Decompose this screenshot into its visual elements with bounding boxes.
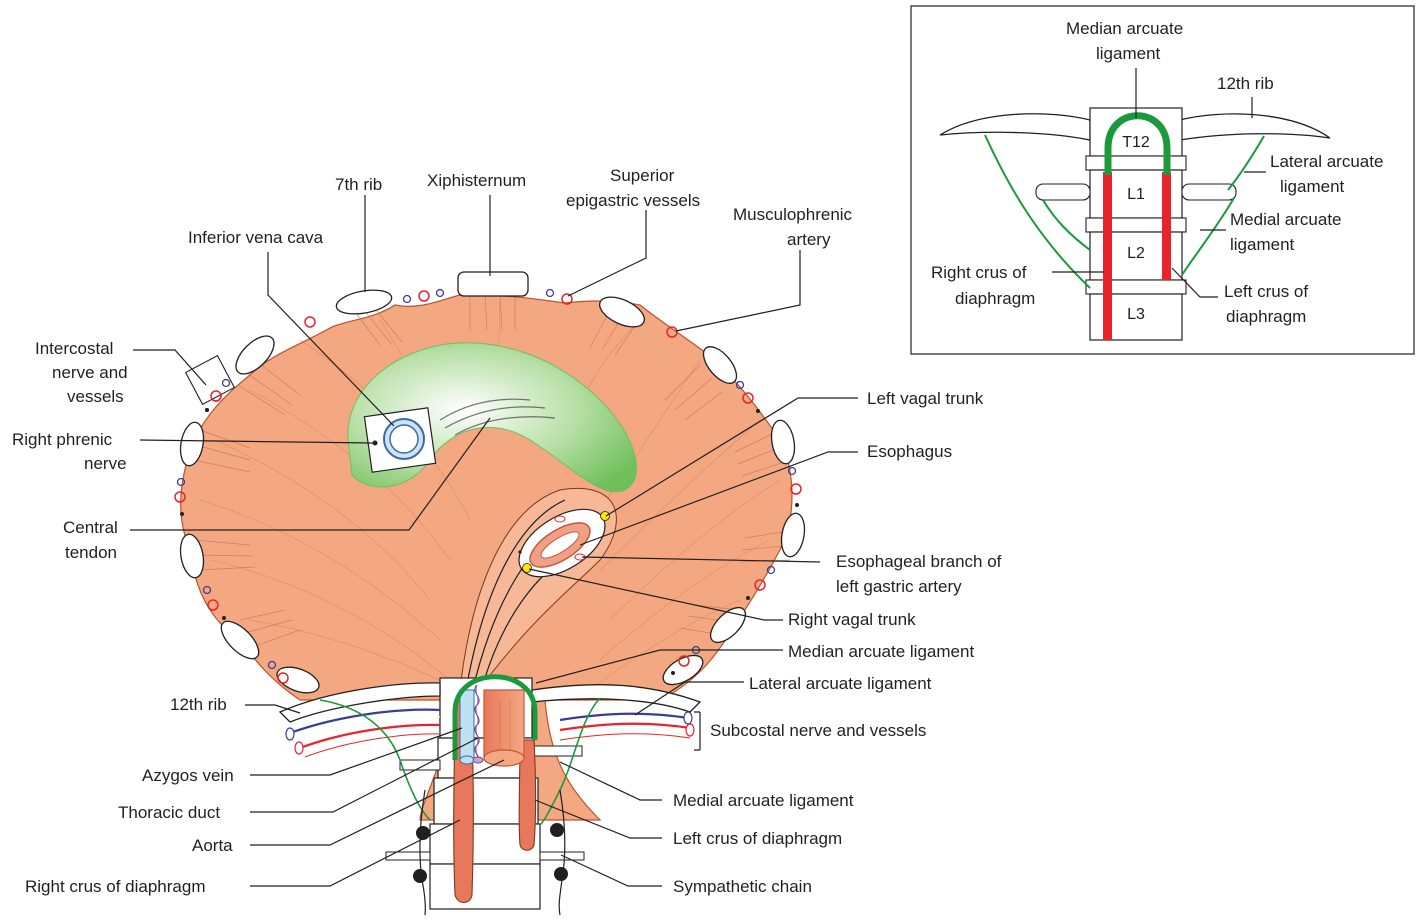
inset-label-medial-arcuate-2: ligament (1230, 235, 1295, 254)
label-esophagus: Esophagus (867, 442, 952, 461)
inset-label-12th-rib: 12th rib (1217, 74, 1274, 93)
subcostal-left (286, 710, 440, 757)
diaphragm-main (175, 272, 808, 915)
label-intercostal-3: vessels (67, 387, 124, 406)
inset-label-right-crus-1: Right crus of (931, 263, 1027, 282)
label-intercostal-1: Intercostal (35, 339, 113, 358)
label-subcostal: Subcostal nerve and vessels (710, 721, 926, 740)
label-azygos: Azygos vein (142, 766, 234, 785)
label-sympathetic: Sympathetic chain (673, 877, 812, 896)
inset-vertebra-l2: L2 (1127, 245, 1145, 262)
label-right-crus: Right crus of diaphragm (25, 877, 205, 896)
ivc-opening (364, 408, 435, 472)
inset-vertebra-l3: L3 (1127, 306, 1145, 323)
label-left-crus: Left crus of diaphragm (673, 829, 842, 848)
inset-label-left-crus-2: diaphragm (1226, 307, 1306, 326)
label-right-vagal: Right vagal trunk (788, 610, 916, 629)
inset-panel: Median arcuate ligament 12th rib Lateral… (911, 6, 1414, 354)
label-xiphisternum: Xiphisternum (427, 171, 526, 190)
label-thoracic-duct: Thoracic duct (118, 803, 220, 822)
inset-vertebra-t12: T12 (1122, 134, 1150, 151)
inset-label-lateral-arcuate-2: ligament (1280, 177, 1345, 196)
label-aorta: Aorta (192, 836, 233, 855)
label-left-vagal: Left vagal trunk (867, 389, 984, 408)
label-medial-arcuate: Medial arcuate ligament (673, 791, 854, 810)
label-7th-rib: 7th rib (335, 175, 382, 194)
label-central-tendon-2: tendon (65, 543, 117, 562)
label-superior-epigastric-1: Superior (610, 166, 675, 185)
label-12th-rib: 12th rib (170, 695, 227, 714)
inset-label-left-crus-1: Left crus of (1224, 282, 1308, 301)
label-musculophrenic-2: artery (787, 230, 831, 249)
label-central-tendon-1: Central (63, 518, 118, 537)
inset-label-right-crus-2: diaphragm (955, 289, 1035, 308)
inset-label-medial-arcuate-1: Medial arcuate (1230, 210, 1342, 229)
inset-vertebra-l1: L1 (1127, 186, 1145, 203)
label-superior-epigastric-2: epigastric vessels (566, 191, 700, 210)
label-ivc: Inferior vena cava (188, 228, 324, 247)
inset-label-median-arcuate-2: ligament (1096, 44, 1161, 63)
azygos-vein (460, 690, 474, 760)
label-right-phrenic-1: Right phrenic (12, 430, 113, 449)
label-median-arcuate: Median arcuate ligament (788, 642, 974, 661)
label-esoph-branch-2: left gastric artery (836, 577, 962, 596)
label-right-phrenic-2: nerve (84, 454, 127, 473)
inset-label-median-arcuate-1: Median arcuate (1066, 19, 1183, 38)
label-lateral-arcuate: Lateral arcuate ligament (749, 674, 932, 693)
label-intercostal-2: nerve and (52, 363, 128, 382)
label-musculophrenic-1: Musculophrenic (733, 205, 853, 224)
inset-label-lateral-arcuate-1: Lateral arcuate (1270, 152, 1383, 171)
label-esoph-branch-1: Esophageal branch of (836, 552, 1002, 571)
